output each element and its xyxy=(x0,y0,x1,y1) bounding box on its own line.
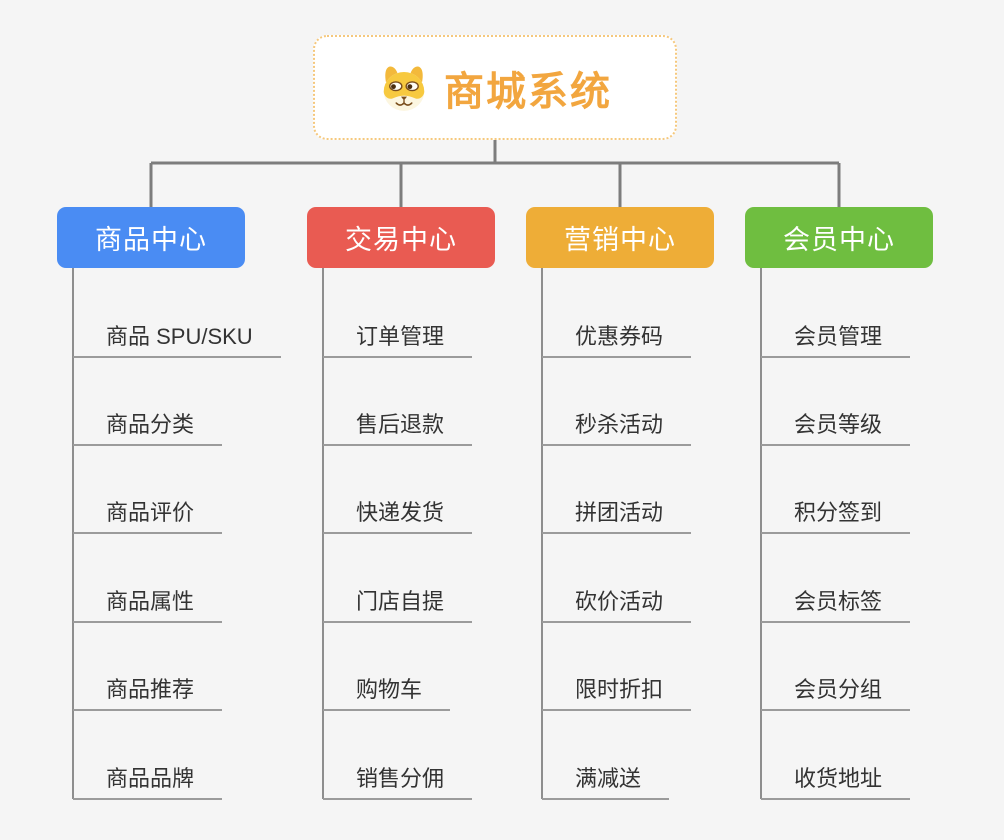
leaf-item[interactable]: 订单管理 xyxy=(323,324,473,358)
branch-marketing-center[interactable]: 营销中心 xyxy=(526,207,714,268)
branch-label: 商品中心 xyxy=(95,225,207,255)
branch-label: 交易中心 xyxy=(345,225,457,255)
leaf-item[interactable]: 商品属性 xyxy=(73,589,223,623)
leaf-item[interactable]: 快递发货 xyxy=(323,500,473,534)
leaf-item[interactable]: 满减送 xyxy=(542,766,670,800)
root-to-branch-connector xyxy=(149,140,841,207)
leaf-item[interactable]: 商品分类 xyxy=(73,412,223,446)
leaf-item[interactable]: 商品推荐 xyxy=(73,677,223,711)
leaf-item[interactable]: 收货地址 xyxy=(761,766,911,800)
leaf-item[interactable]: 限时折扣 xyxy=(542,677,692,711)
leaf-item[interactable]: 拼团活动 xyxy=(542,500,692,534)
leaf-item[interactable]: 会员标签 xyxy=(761,589,911,623)
leaf-item[interactable]: 门店自提 xyxy=(323,589,473,623)
leaf-item[interactable]: 购物车 xyxy=(323,677,451,711)
leaf-item[interactable]: 商品品牌 xyxy=(73,766,223,800)
branch-member-center[interactable]: 会员中心 xyxy=(745,207,933,268)
leaf-item[interactable]: 会员管理 xyxy=(761,324,911,358)
leaf-item[interactable]: 优惠券码 xyxy=(542,324,692,358)
root-title: 商城系统 xyxy=(444,69,612,114)
branch-label: 会员中心 xyxy=(783,225,895,255)
leaf-item[interactable]: 售后退款 xyxy=(323,412,473,446)
leaf-item[interactable]: 销售分佣 xyxy=(323,766,473,800)
leaf-item[interactable]: 会员等级 xyxy=(761,412,911,446)
leaf-item[interactable]: 砍价活动 xyxy=(542,589,692,623)
branch-label: 营销中心 xyxy=(564,225,676,255)
dog-face-icon xyxy=(378,63,430,113)
branch-trade-center[interactable]: 交易中心 xyxy=(307,207,495,268)
leaf-item[interactable]: 会员分组 xyxy=(761,677,911,711)
leaf-item[interactable]: 商品评价 xyxy=(73,500,223,534)
leaf-item[interactable]: 秒杀活动 xyxy=(542,412,692,446)
leaf-item[interactable]: 积分签到 xyxy=(761,500,911,534)
root-node[interactable]: 商城系统 xyxy=(313,35,677,140)
branch-product-center[interactable]: 商品中心 xyxy=(57,207,245,268)
leaf-item[interactable]: 商品 SPU/SKU xyxy=(73,324,281,358)
